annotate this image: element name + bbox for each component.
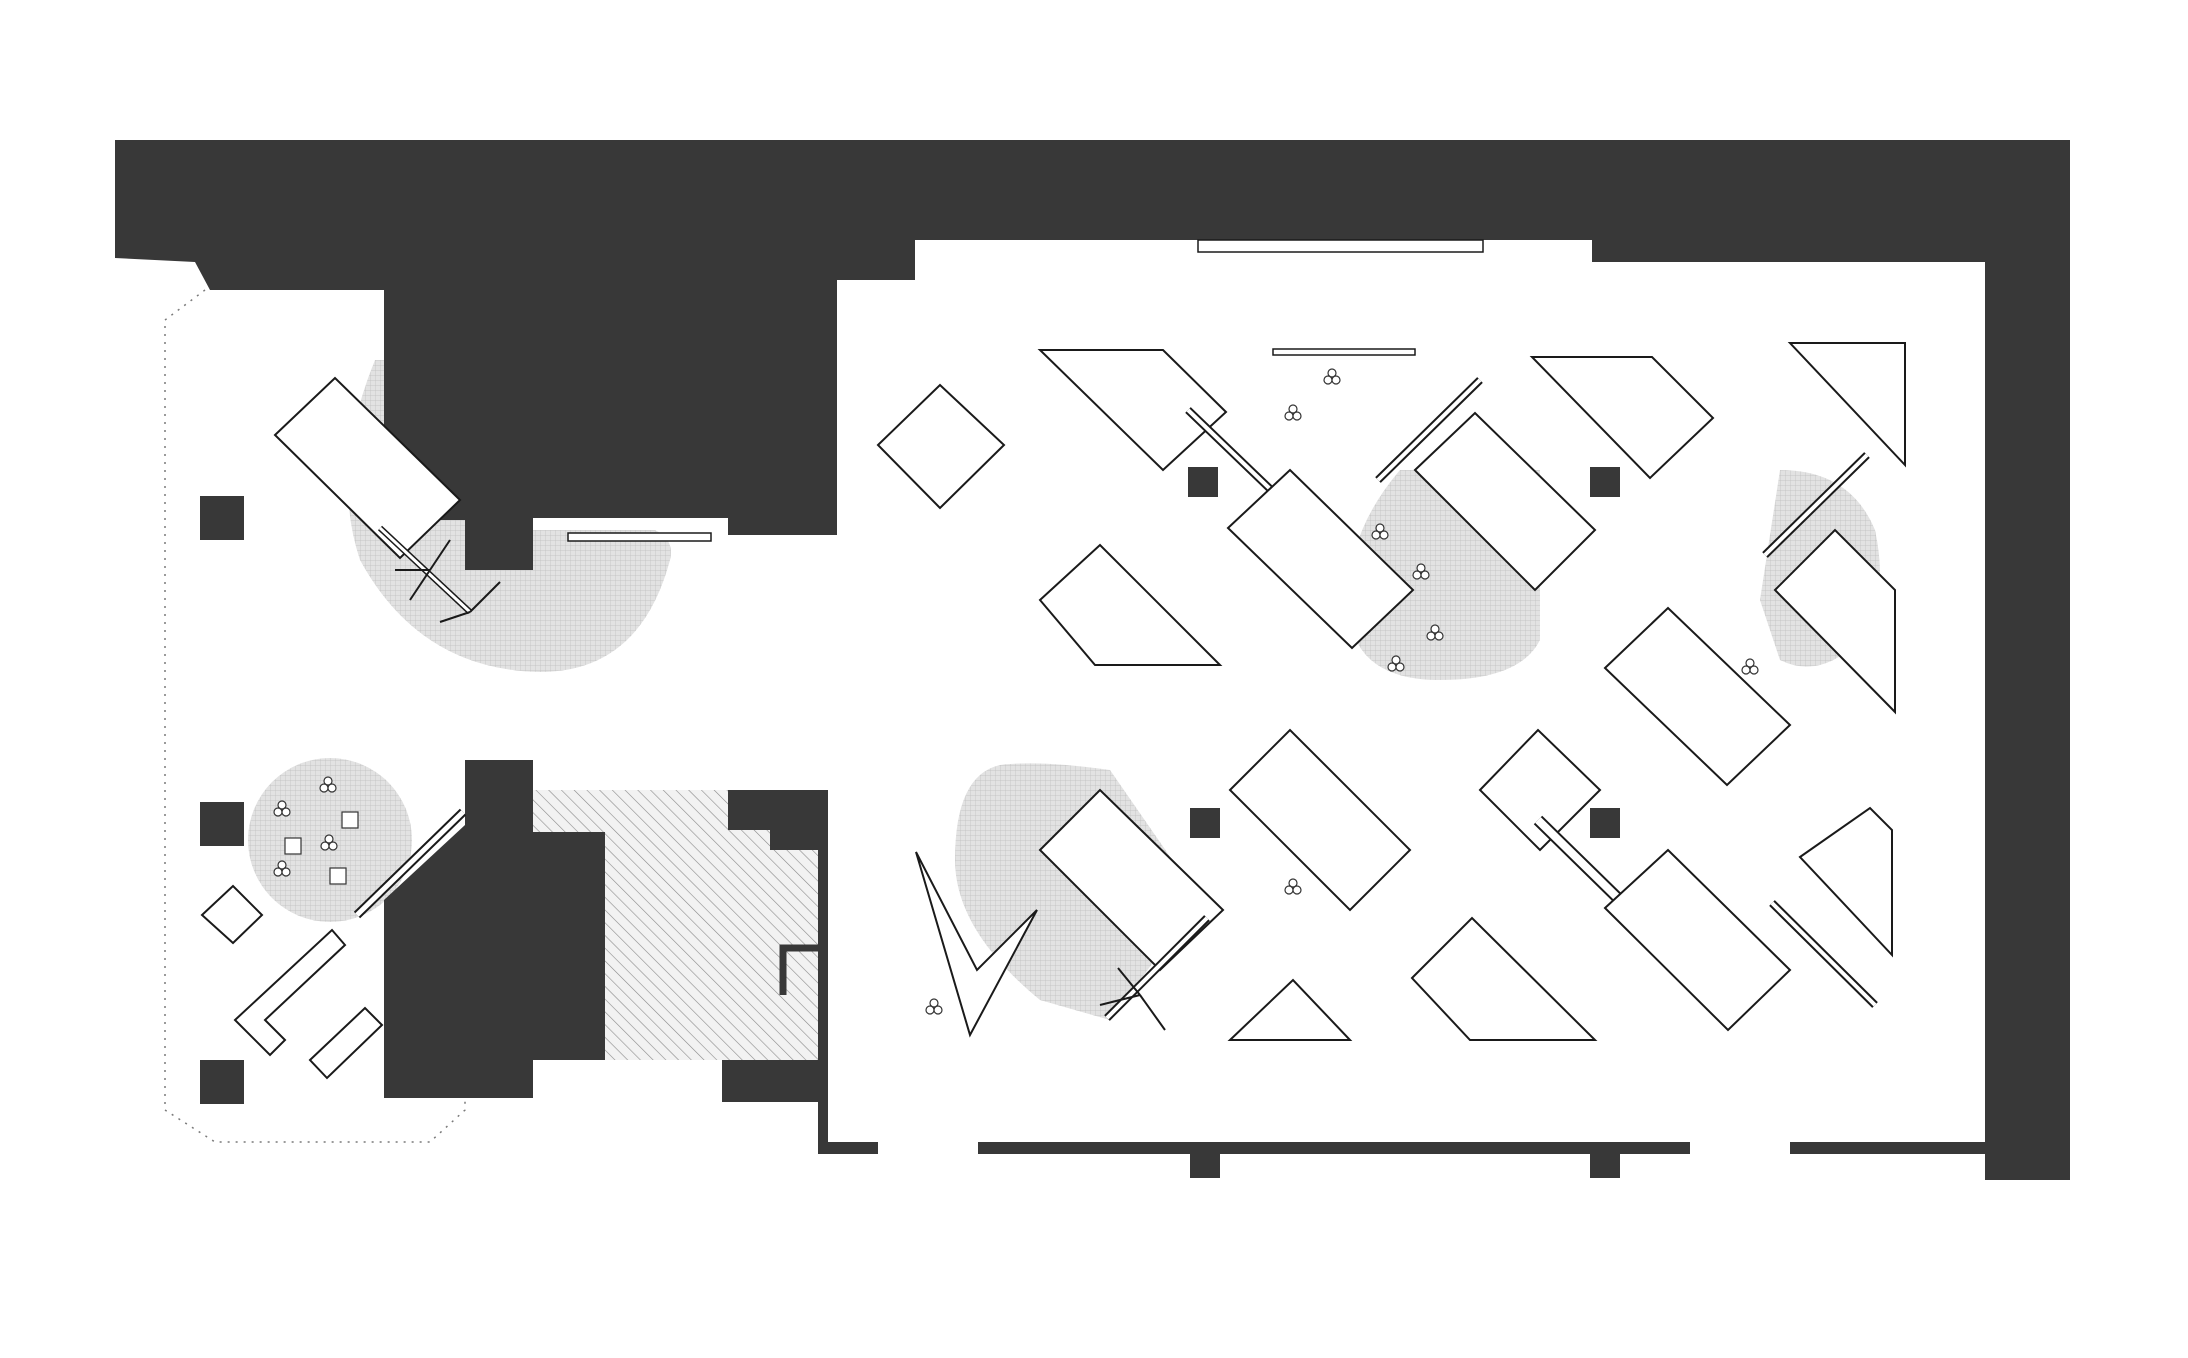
- wall-service-east: [818, 850, 828, 1150]
- display-triangle: [1227, 978, 1353, 1041]
- stool-cluster: [1323, 368, 1341, 385]
- glass-rail: [1376, 378, 1482, 482]
- glass-rail: [1535, 817, 1633, 913]
- glass-rail: [1105, 916, 1209, 1020]
- wall-main: [115, 140, 2070, 1180]
- display-trapezoid: [1037, 349, 1228, 472]
- column-facade-2: [1590, 1150, 1620, 1178]
- glass-panel: [1272, 348, 1416, 356]
- display-trapezoid: [1798, 806, 1893, 958]
- column: [1590, 467, 1620, 497]
- stool-cluster: [1426, 624, 1444, 641]
- lower-left-lounge: [200, 808, 467, 1080]
- wall-service-north: [728, 790, 828, 850]
- stool: [341, 811, 359, 829]
- stool-cluster: [1284, 404, 1302, 421]
- column-facade-1: [1190, 1150, 1220, 1178]
- sofa: [273, 376, 462, 560]
- display-table-rect: [1603, 606, 1792, 787]
- display-square: [1478, 728, 1602, 852]
- display-table-rect: [1228, 728, 1412, 912]
- display-table-rect: [1413, 411, 1597, 592]
- wall-lower-core: [384, 760, 605, 1098]
- column: [200, 1060, 244, 1104]
- north-window: [1197, 239, 1484, 253]
- door-frame: [779, 944, 828, 995]
- stool-cluster: [320, 834, 338, 851]
- glass-rail: [1770, 901, 1877, 1007]
- left-lounge: [273, 376, 712, 623]
- stool: [329, 867, 347, 885]
- main-hall: [876, 342, 1906, 1041]
- stool-cluster: [273, 860, 291, 877]
- display-table-rect: [1603, 848, 1792, 1032]
- swivel-chair: [1099, 967, 1166, 1031]
- stool-cluster: [1387, 655, 1405, 672]
- wall-facade-right: [1790, 1142, 1985, 1154]
- display-table-rect: [1226, 468, 1415, 650]
- wall-shelf: [567, 532, 712, 542]
- glass-rail: [1763, 453, 1869, 557]
- walls: [115, 140, 2070, 1180]
- stool-cluster: [1371, 523, 1389, 540]
- swivel-chair: [395, 539, 501, 623]
- bench-l: [233, 928, 347, 1057]
- wall-facade-left: [818, 1142, 878, 1154]
- display-trapezoid: [915, 851, 1038, 1038]
- display-square: [876, 383, 1006, 510]
- display-triangle: [1787, 342, 1906, 468]
- stool-cluster: [319, 776, 337, 793]
- stool-cluster: [1741, 658, 1759, 675]
- column: [1590, 808, 1620, 838]
- display-table-rect: [1038, 788, 1225, 972]
- stool-cluster: [1284, 878, 1302, 895]
- column: [200, 802, 244, 846]
- stool-cluster: [925, 998, 943, 1015]
- side-table: [200, 884, 264, 945]
- display-trapezoid: [1529, 356, 1715, 480]
- stool-cluster: [273, 800, 291, 817]
- display-trapezoid: [1773, 528, 1896, 715]
- display-trapezoid: [1038, 543, 1223, 666]
- exterior-outline: [164, 289, 466, 1143]
- bench: [308, 1006, 384, 1080]
- wall-panel: [355, 810, 465, 917]
- column: [1190, 808, 1220, 838]
- columns: [200, 467, 1620, 1104]
- wall-facade-mid: [978, 1142, 1690, 1154]
- stool: [284, 837, 302, 855]
- column: [1188, 467, 1218, 497]
- stool-cluster: [1412, 563, 1430, 580]
- stool-clusters: [273, 368, 1759, 1015]
- display-trapezoid: [1410, 916, 1598, 1041]
- wall-service-south: [722, 1060, 818, 1102]
- column: [200, 496, 244, 540]
